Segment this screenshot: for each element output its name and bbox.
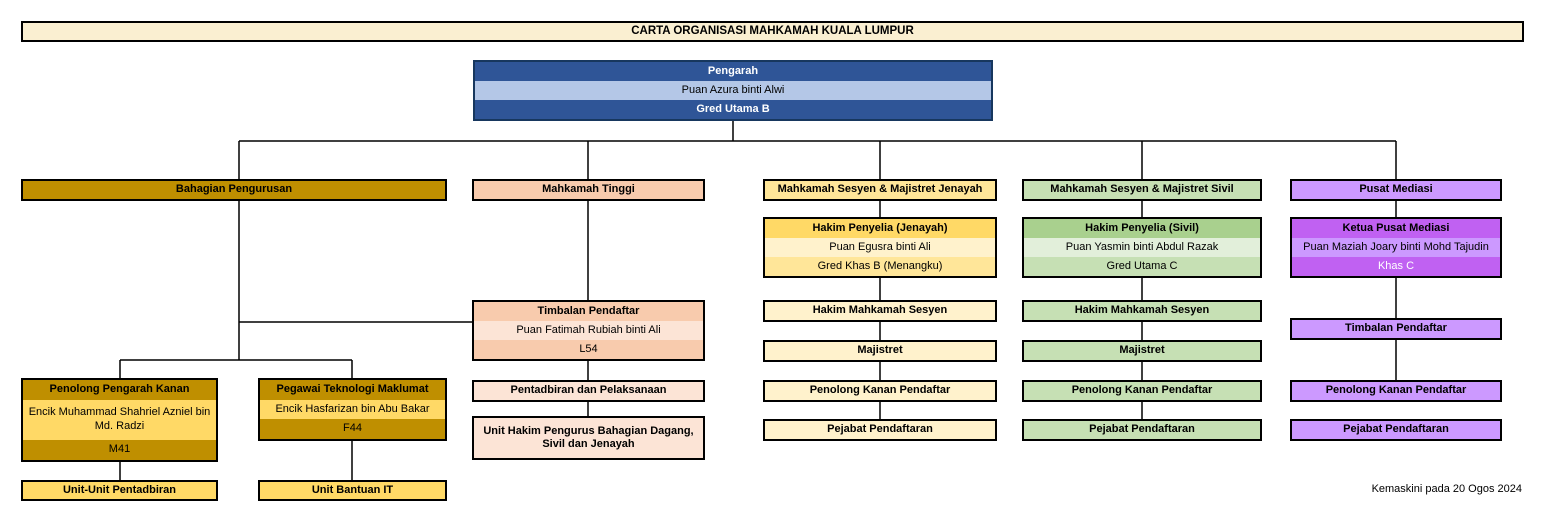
officer-grade: Gred Khas B (Menangku) <box>765 257 995 276</box>
branch-header-high-court: Mahkamah Tinggi <box>472 179 705 201</box>
unit-box-registry-criminal: Pejabat Pendaftaran <box>763 419 997 441</box>
officer-name: Puan Egusra binti Ali <box>765 238 995 257</box>
officer-grade: Khas C <box>1292 257 1500 276</box>
officer-name: Puan Maziah Joary binti Mohd Tajudin <box>1292 238 1500 257</box>
unit-box-sessions-judge-civil: Hakim Mahkamah Sesyen <box>1022 300 1262 322</box>
unit-box-deputy-registrar-mediation: Timbalan Pendaftar <box>1290 318 1502 340</box>
officer-title: Hakim Penyelia (Jenayah) <box>765 219 995 238</box>
officer-title: Penolong Pengarah Kanan <box>23 380 216 400</box>
unit-box-magistrate-civil: Majistret <box>1022 340 1262 362</box>
director-grade: Gred Utama B <box>475 100 991 119</box>
officer-grade: M41 <box>23 440 216 460</box>
unit-box-it-support: Unit Bantuan IT <box>258 480 447 501</box>
officer-grade: F44 <box>260 419 445 440</box>
officer-box-senior-assistant-director: Penolong Pengarah Kanan Encik Muhammad S… <box>21 378 218 462</box>
officer-title: Timbalan Pendaftar <box>474 302 703 321</box>
director-title: Pengarah <box>475 62 991 81</box>
last-updated-note: Kemaskini pada 20 Ogos 2024 <box>1371 483 1522 495</box>
officer-title: Hakim Penyelia (Sivil) <box>1024 219 1260 238</box>
officer-grade: Gred Utama C <box>1024 257 1260 276</box>
officer-name: Encik Muhammad Shahriel Azniel bin Md. R… <box>23 400 216 440</box>
branch-header-civil: Mahkamah Sesyen & Majistret Sivil <box>1022 179 1262 201</box>
unit-box-magistrate-criminal: Majistret <box>763 340 997 362</box>
unit-box-sessions-judge-criminal: Hakim Mahkamah Sesyen <box>763 300 997 322</box>
director-box: Pengarah Puan Azura binti Alwi Gred Utam… <box>473 60 993 121</box>
officer-box-supervising-judge-civil: Hakim Penyelia (Sivil) Puan Yasmin binti… <box>1022 217 1262 278</box>
officer-grade: L54 <box>474 340 703 359</box>
branch-header-mediation: Pusat Mediasi <box>1290 179 1502 201</box>
unit-box-registry-mediation: Pejabat Pendaftaran <box>1290 419 1502 441</box>
chart-title: CARTA ORGANISASI MAHKAMAH KUALA LUMPUR <box>21 21 1524 42</box>
branch-header-management: Bahagian Pengurusan <box>21 179 447 201</box>
unit-box-administration-enforcement: Pentadbiran dan Pelaksanaan <box>472 380 705 402</box>
officer-box-it-officer: Pegawai Teknologi Maklumat Encik Hasfari… <box>258 378 447 441</box>
director-name: Puan Azura binti Alwi <box>475 81 991 100</box>
unit-box-senior-assistant-registrar-civil: Penolong Kanan Pendaftar <box>1022 380 1262 402</box>
branch-header-criminal: Mahkamah Sesyen & Majistret Jenayah <box>763 179 997 201</box>
officer-name: Puan Fatimah Rubiah binti Ali <box>474 321 703 340</box>
unit-box-admin-units: Unit-Unit Pentadbiran <box>21 480 218 501</box>
officer-name: Puan Yasmin binti Abdul Razak <box>1024 238 1260 257</box>
unit-box-senior-assistant-registrar-mediation: Penolong Kanan Pendaftar <box>1290 380 1502 402</box>
officer-box-supervising-judge-criminal: Hakim Penyelia (Jenayah) Puan Egusra bin… <box>763 217 997 278</box>
unit-box-managing-judge-unit: Unit Hakim Pengurus Bahagian Dagang, Siv… <box>472 416 705 460</box>
officer-box-mediation-chief: Ketua Pusat Mediasi Puan Maziah Joary bi… <box>1290 217 1502 278</box>
officer-title: Ketua Pusat Mediasi <box>1292 219 1500 238</box>
officer-box-deputy-registrar: Timbalan Pendaftar Puan Fatimah Rubiah b… <box>472 300 705 361</box>
unit-box-registry-civil: Pejabat Pendaftaran <box>1022 419 1262 441</box>
unit-box-senior-assistant-registrar-criminal: Penolong Kanan Pendaftar <box>763 380 997 402</box>
officer-title: Pegawai Teknologi Maklumat <box>260 380 445 400</box>
officer-name: Encik Hasfarizan bin Abu Bakar <box>260 399 445 420</box>
